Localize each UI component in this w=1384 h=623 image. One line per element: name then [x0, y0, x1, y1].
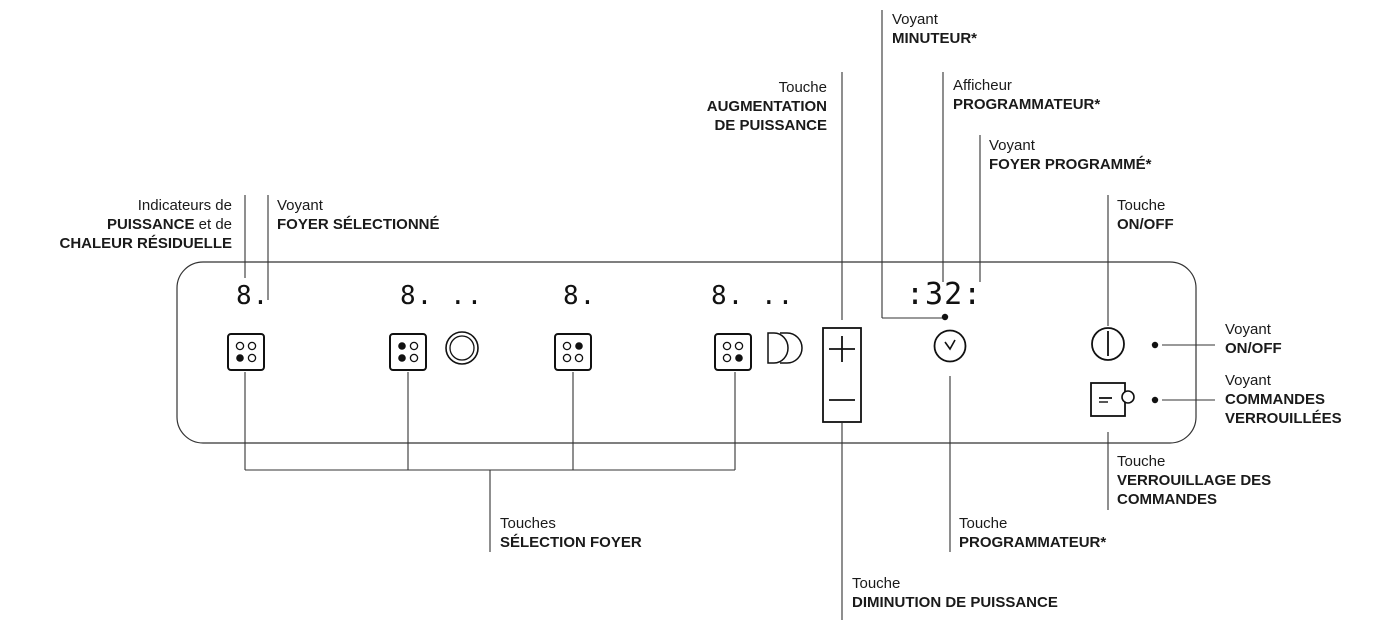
- timer-light-dot: [941, 313, 949, 321]
- plus-icon[interactable]: [829, 336, 855, 362]
- lock-icon[interactable]: [1090, 382, 1135, 417]
- panel-outline: [176, 261, 1197, 444]
- locked-light-dot: [1151, 396, 1159, 404]
- zone-key-icon[interactable]: [389, 333, 427, 371]
- power-slider-key[interactable]: [822, 327, 862, 423]
- power-icon[interactable]: [1091, 327, 1125, 361]
- label-increase-key: Touche AUGMENTATION DE PUISSANCE: [706, 79, 827, 134]
- label-zone-selected-light: Voyant FOYER SÉLECTIONNÉ: [277, 197, 440, 233]
- label-decrease-key: Touche DIMINUTION DE PUISSANCE: [852, 575, 1058, 611]
- zone4-display: 8. ..: [711, 281, 795, 311]
- label-programmed-zone-light: Voyant FOYER PROGRAMMÉ*: [989, 137, 1152, 173]
- zone-key-icon[interactable]: [714, 333, 752, 371]
- zone-key-icon[interactable]: [554, 333, 592, 371]
- label-timer-light: Voyant MINUTEUR*: [892, 11, 977, 47]
- label-lock-key: Touche VERROUILLAGE DES COMMANDES: [1117, 453, 1272, 508]
- label-power-indicators: Indicateurs de PUISSANCE et de CHALEUR R…: [59, 197, 232, 252]
- clock-icon[interactable]: [933, 329, 967, 363]
- onoff-light-dot: [1151, 341, 1159, 349]
- timer-display: :32:: [906, 277, 983, 312]
- leader-lines: [244, 10, 1215, 620]
- label-zone-select-keys: Touches SÉLECTION FOYER: [500, 515, 642, 551]
- label-onoff-key: Touche ON/OFF: [1117, 197, 1174, 233]
- zone-key-icon[interactable]: [227, 333, 265, 371]
- oval-zone-icon: [767, 332, 803, 364]
- label-locked-light: Voyant COMMANDES VERROUILLÉES: [1225, 372, 1342, 427]
- round-zone-icon: [445, 331, 479, 365]
- label-programmer-key: Touche PROGRAMMATEUR*: [959, 515, 1107, 551]
- label-onoff-light: Voyant ON/OFF: [1225, 321, 1282, 357]
- zone2-display: 8. ..: [400, 281, 484, 311]
- zone1-display: 8.: [236, 281, 270, 311]
- label-programmer-display: Afficheur PROGRAMMATEUR*: [953, 77, 1101, 113]
- zone3-display: 8.: [563, 281, 597, 311]
